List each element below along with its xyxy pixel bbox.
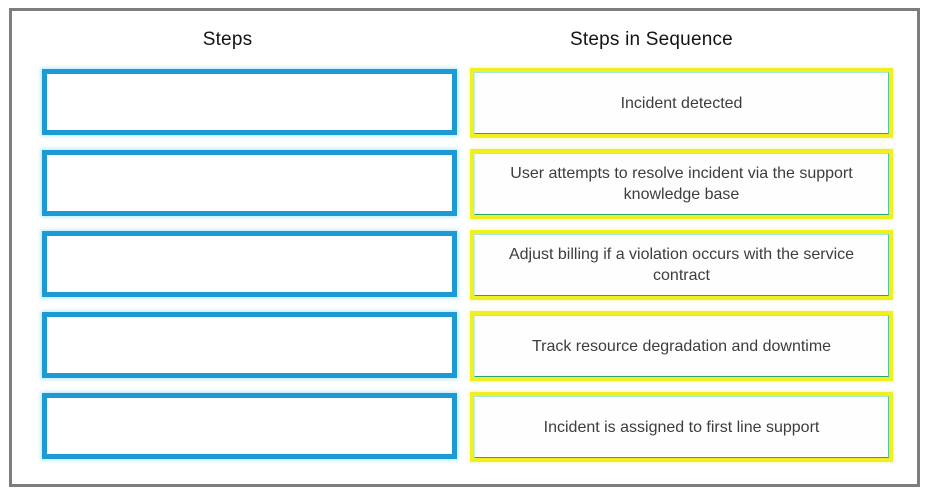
- sequence-option-inner: Adjust billing if a violation occurs wit…: [474, 234, 889, 296]
- answer-slot-5[interactable]: [42, 393, 457, 459]
- sequence-option-5[interactable]: Incident is assigned to first line suppo…: [470, 392, 893, 462]
- sequence-option-label: Incident is assigned to first line suppo…: [543, 418, 820, 436]
- sequence-option-4[interactable]: Track resource degradation and downtime: [470, 311, 893, 381]
- steps-column: [42, 69, 457, 459]
- sequence-column-header: Steps in Sequence: [570, 29, 733, 50]
- sequence-option-inner: Track resource degradation and downtime: [474, 315, 889, 377]
- answer-slot-1[interactable]: [42, 69, 457, 135]
- sequence-column: Incident detected User attempts to resol…: [470, 68, 893, 462]
- sequence-option-1[interactable]: Incident detected: [470, 68, 893, 138]
- answer-slot-4[interactable]: [42, 312, 457, 378]
- sequence-option-label: User attempts to resolve incident via th…: [510, 165, 853, 203]
- sequence-option-label: Track resource degradation and downtime: [531, 337, 832, 355]
- sequence-option-2[interactable]: User attempts to resolve incident via th…: [470, 149, 893, 219]
- sequence-option-inner: Incident detected: [474, 72, 889, 134]
- sequence-option-inner: Incident is assigned to first line suppo…: [474, 396, 889, 458]
- sequence-option-label: Adjust billing if a violation occurs wit…: [508, 246, 855, 284]
- sequence-option-3[interactable]: Adjust billing if a violation occurs wit…: [470, 230, 893, 300]
- steps-column-header: Steps: [202, 29, 253, 50]
- answer-slot-3[interactable]: [42, 231, 457, 297]
- sequence-option-label: Incident detected: [620, 94, 743, 112]
- sequence-option-inner: User attempts to resolve incident via th…: [474, 153, 889, 215]
- answer-slot-2[interactable]: [42, 150, 457, 216]
